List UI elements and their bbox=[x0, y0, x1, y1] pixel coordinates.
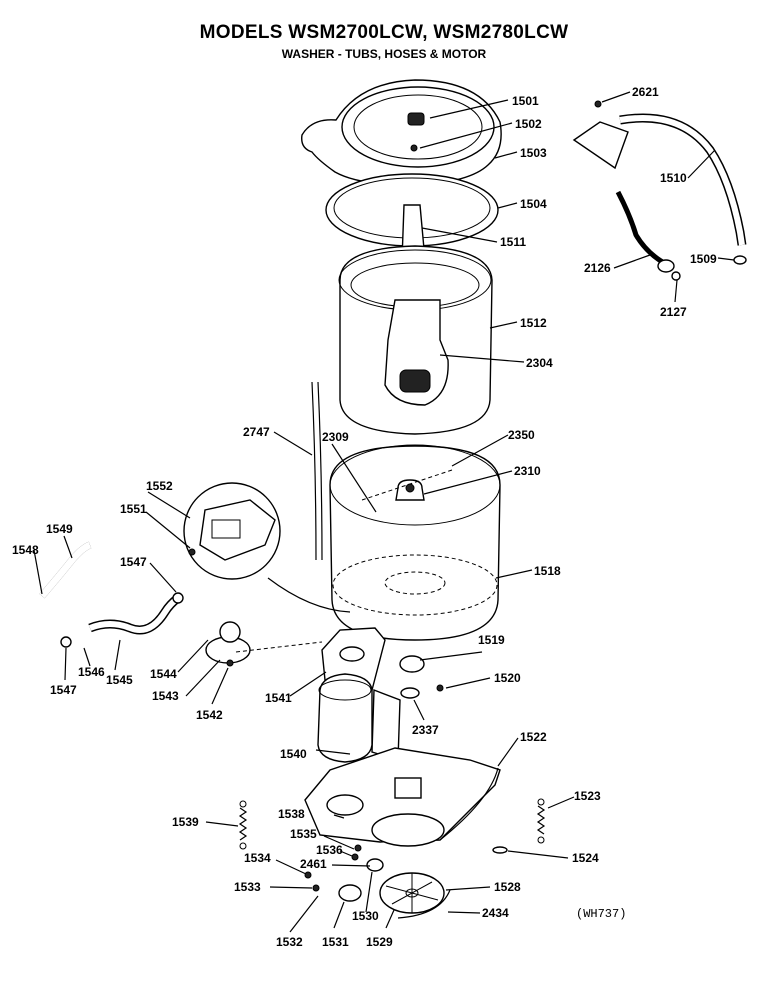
label-1536: 1536 bbox=[316, 843, 343, 857]
base-plate bbox=[304, 747, 501, 847]
label-1501: 1501 bbox=[512, 94, 539, 108]
label-1530: 1530 bbox=[352, 909, 379, 923]
label-1509: 1509 bbox=[690, 252, 717, 266]
spring-right bbox=[536, 798, 546, 844]
diagram-subtitle: WASHER - TUBS, HOSES & MOTOR bbox=[281, 47, 487, 61]
spring-left bbox=[238, 800, 248, 850]
label-2621: 2621 bbox=[632, 85, 659, 99]
label-1544: 1544 bbox=[150, 667, 177, 681]
detail-inset bbox=[183, 482, 351, 613]
label-1552: 1552 bbox=[146, 479, 173, 493]
pump bbox=[205, 621, 251, 667]
label-1518: 1518 bbox=[534, 564, 561, 578]
wash-basket bbox=[338, 245, 493, 435]
label-1543: 1543 bbox=[152, 689, 179, 703]
leader-lines bbox=[33, 91, 735, 933]
label-1519: 1519 bbox=[478, 633, 505, 647]
label-1503: 1503 bbox=[520, 146, 547, 160]
label-1510: 1510 bbox=[660, 171, 687, 185]
label-1522: 1522 bbox=[520, 730, 547, 744]
motor bbox=[317, 673, 401, 763]
label-1539: 1539 bbox=[172, 815, 199, 829]
pulley bbox=[379, 872, 451, 919]
hoses-right bbox=[572, 100, 747, 281]
label-1538: 1538 bbox=[278, 807, 305, 821]
label-2337: 2337 bbox=[412, 723, 439, 737]
fill-tube bbox=[311, 381, 317, 561]
label-1547-bottom: 1547 bbox=[50, 683, 77, 697]
label-1531: 1531 bbox=[322, 935, 349, 949]
label-1535: 1535 bbox=[290, 827, 317, 841]
label-2304: 2304 bbox=[526, 356, 553, 370]
label-1551: 1551 bbox=[120, 502, 147, 516]
label-1541: 1541 bbox=[265, 691, 292, 705]
tub-cover bbox=[301, 79, 502, 186]
label-1504: 1504 bbox=[520, 197, 547, 211]
label-1520: 1520 bbox=[494, 671, 521, 685]
label-1523: 1523 bbox=[574, 789, 601, 803]
hoses-left bbox=[39, 541, 184, 648]
label-1512: 1512 bbox=[520, 316, 547, 330]
label-2309: 2309 bbox=[322, 430, 349, 444]
label-2350: 2350 bbox=[508, 428, 535, 442]
label-2310: 2310 bbox=[514, 464, 541, 478]
label-1528: 1528 bbox=[494, 880, 521, 894]
label-2127: 2127 bbox=[660, 305, 687, 319]
bearing bbox=[338, 884, 362, 902]
label-1542: 1542 bbox=[196, 708, 223, 722]
label-1524: 1524 bbox=[572, 851, 599, 865]
label-1533: 1533 bbox=[234, 880, 261, 894]
label-1532: 1532 bbox=[276, 935, 303, 949]
label-1502: 1502 bbox=[515, 117, 542, 131]
label-1540: 1540 bbox=[280, 747, 307, 761]
label-1511: 1511 bbox=[500, 235, 526, 249]
label-2747: 2747 bbox=[243, 425, 270, 439]
label-2434: 2434 bbox=[482, 906, 509, 920]
label-1546: 1546 bbox=[78, 665, 105, 679]
label-2461: 2461 bbox=[300, 857, 327, 871]
label-1534: 1534 bbox=[244, 851, 271, 865]
label-1549: 1549 bbox=[46, 522, 73, 536]
part-labels: 1501 1502 1503 1504 1511 1512 2304 2621 … bbox=[12, 85, 717, 949]
label-1529: 1529 bbox=[366, 935, 393, 949]
label-1548: 1548 bbox=[12, 543, 39, 557]
label-1545: 1545 bbox=[106, 673, 133, 687]
mode-shift bbox=[399, 655, 444, 699]
diagram-title: MODELS WSM2700LCW, WSM2780LCW bbox=[199, 22, 569, 43]
outer-tub bbox=[329, 444, 501, 641]
label-1547-top: 1547 bbox=[120, 555, 147, 569]
reference-code: (WH737) bbox=[576, 907, 626, 921]
label-2126: 2126 bbox=[584, 261, 611, 275]
